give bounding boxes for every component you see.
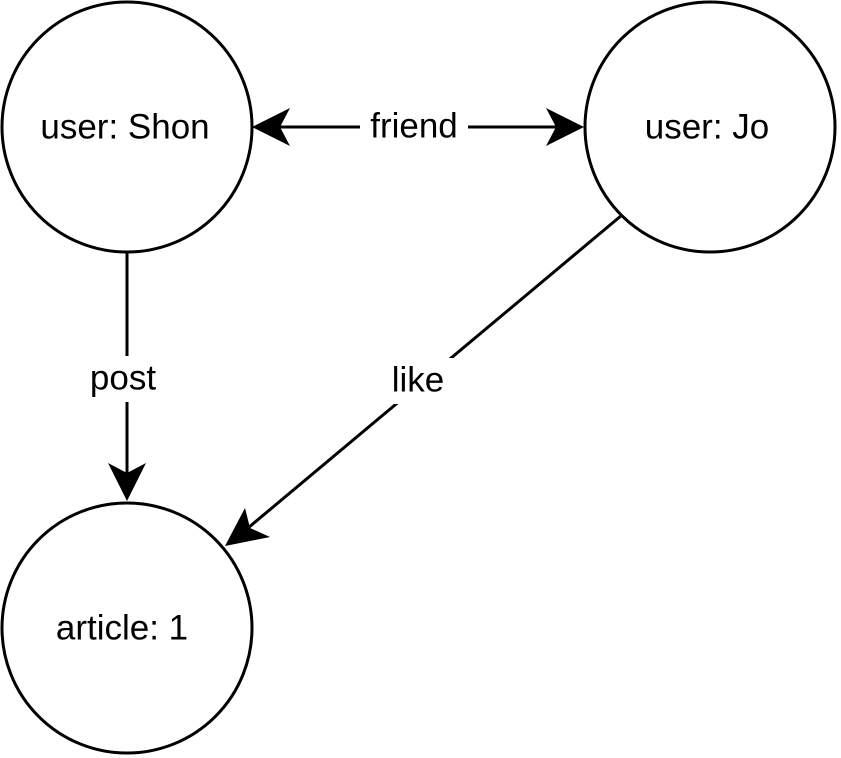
- node-article-1-label: article: 1: [56, 608, 188, 647]
- node-user-jo-circle: [583, 0, 837, 254]
- edge-friend-arrowhead-left: [252, 108, 290, 146]
- node-article-1: article: 1: [0, 501, 254, 755]
- edge-friend: friend: [252, 104, 584, 150]
- node-user-shon-circle: [0, 0, 254, 254]
- node-user-shon: user: Shon: [0, 0, 254, 254]
- edge-friend-label: friend: [370, 106, 458, 145]
- node-user-jo-label: user: Jo: [645, 107, 770, 146]
- edge-like-label: like: [392, 360, 445, 399]
- edge-like-label-bg: [382, 358, 454, 404]
- edge-like: like: [225, 213, 623, 546]
- node-user-jo: user: Jo: [583, 0, 837, 254]
- edge-like-arrowhead: [225, 508, 270, 546]
- edge-post: post: [78, 253, 176, 501]
- edge-friend-arrowhead-right: [546, 108, 584, 146]
- edge-post-arrowhead: [108, 463, 146, 501]
- node-user-shon-label: user: Shon: [40, 107, 209, 146]
- edge-post-label: post: [90, 358, 156, 397]
- node-article-1-circle: [0, 501, 254, 755]
- edge-friend-label-bg: [360, 104, 468, 150]
- edge-post-label-bg: [78, 356, 176, 402]
